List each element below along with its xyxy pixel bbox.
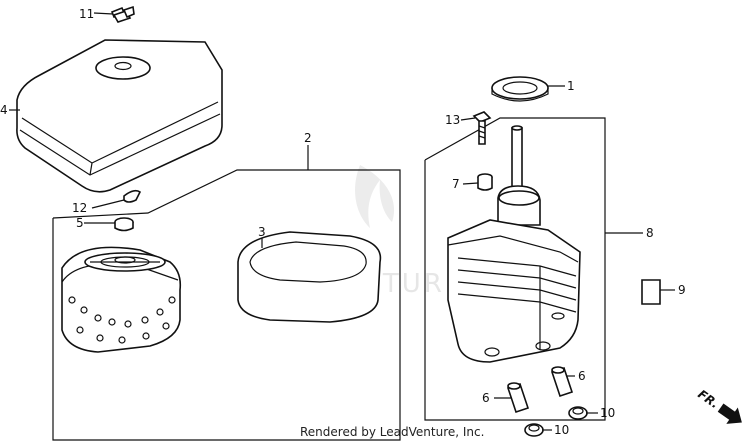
cap	[477, 173, 493, 191]
callout-1: 1	[567, 79, 575, 93]
front-marker-text: FR.	[695, 387, 721, 411]
callout-4: 4	[0, 103, 8, 117]
front-direction-marker: FR.	[695, 387, 742, 424]
render-credit: Rendered by LeadVenture, Inc.	[300, 425, 484, 439]
clip	[123, 189, 142, 203]
nut	[114, 217, 134, 232]
callout-6-right: 6	[578, 369, 586, 383]
leader-lines	[9, 12, 675, 431]
bolt	[472, 111, 492, 145]
front-arrow-icon	[717, 403, 742, 424]
callout-7: 7	[452, 177, 460, 191]
callout-3: 3	[258, 225, 266, 239]
callout-10-upper: 10	[600, 406, 615, 420]
air-cleaner-element	[61, 246, 182, 353]
callout-10-lower: 10	[554, 423, 569, 437]
callout-8: 8	[646, 226, 654, 240]
callout-11: 11	[79, 7, 94, 21]
callout-12: 12	[72, 201, 87, 215]
callout-13: 13	[445, 113, 460, 127]
cap-nut-lower	[524, 423, 544, 437]
air-cleaner-cover	[16, 39, 223, 193]
breather-tank	[447, 125, 581, 363]
grommet	[491, 76, 549, 102]
collar-left	[506, 382, 530, 414]
callout-6-left: 6	[482, 391, 490, 405]
collar-right	[550, 366, 574, 398]
air-cleaner-group-box	[52, 169, 401, 441]
callout-9: 9	[678, 283, 686, 297]
cap-nut-upper	[568, 406, 588, 420]
callout-2: 2	[304, 131, 312, 145]
foam-element	[237, 231, 382, 323]
label-plate	[641, 279, 661, 305]
callout-5: 5	[76, 216, 84, 230]
fuel-tank-group-box	[424, 117, 606, 421]
wing-nut	[110, 5, 135, 23]
callout-labels: 11 1 2 3 4 5 12 13 7 8 9 6 6 10 10	[0, 7, 686, 437]
